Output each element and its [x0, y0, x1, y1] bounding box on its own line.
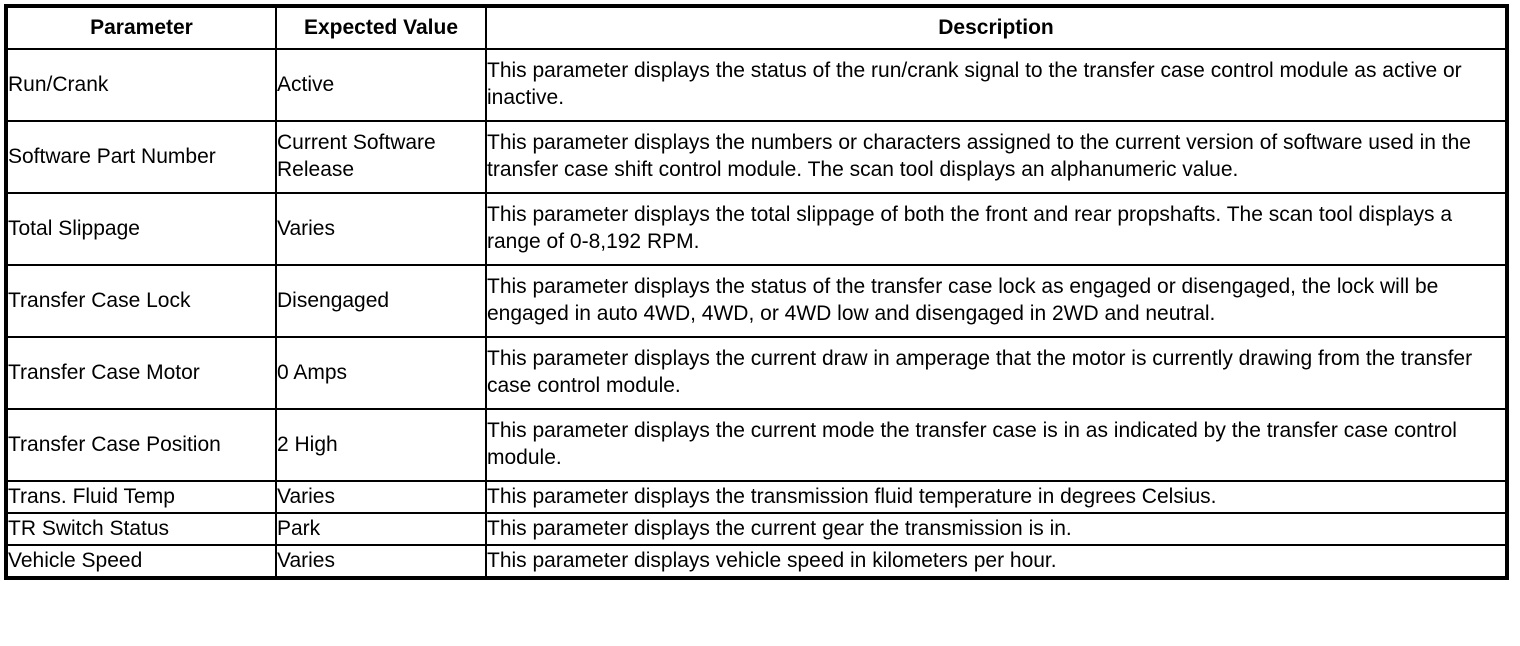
cell-description: This parameter displays the numbers or c… [485, 120, 1508, 194]
cell-description: This parameter displays the status of th… [485, 264, 1508, 338]
cell-description: This parameter displays the current gear… [485, 512, 1508, 546]
cell-expected-value: Disengaged [275, 264, 487, 338]
table-row: Vehicle Speed Varies This parameter disp… [5, 544, 1508, 579]
cell-expected-value: Current Software Release [275, 120, 487, 194]
table-row: Run/Crank Active This parameter displays… [5, 48, 1508, 122]
column-header-description: Description [485, 5, 1508, 50]
cell-parameter: Software Part Number [5, 120, 277, 194]
cell-parameter: Trans. Fluid Temp [5, 480, 277, 514]
table-body: Run/Crank Active This parameter displays… [5, 48, 1508, 579]
cell-description: This parameter displays the transmission… [485, 480, 1508, 514]
cell-parameter: Transfer Case Lock [5, 264, 277, 338]
cell-expected-value: Varies [275, 480, 487, 514]
cell-parameter: Vehicle Speed [5, 544, 277, 579]
parameter-table-container: Parameter Expected Value Description Run… [4, 4, 1509, 580]
cell-parameter: Total Slippage [5, 192, 277, 266]
cell-expected-value: Varies [275, 544, 487, 579]
column-header-expected-value: Expected Value [275, 5, 487, 50]
table-row: Total Slippage Varies This parameter dis… [5, 192, 1508, 266]
table-header: Parameter Expected Value Description [5, 5, 1508, 50]
table-row: Transfer Case Motor 0 Amps This paramete… [5, 336, 1508, 410]
table-header-row: Parameter Expected Value Description [5, 5, 1508, 50]
cell-expected-value: Park [275, 512, 487, 546]
cell-expected-value: 0 Amps [275, 336, 487, 410]
cell-description: This parameter displays vehicle speed in… [485, 544, 1508, 579]
cell-parameter: Transfer Case Position [5, 408, 277, 482]
cell-parameter: Run/Crank [5, 48, 277, 122]
table-row: Software Part Number Current Software Re… [5, 120, 1508, 194]
column-header-parameter: Parameter [5, 5, 277, 50]
table-row: Transfer Case Lock Disengaged This param… [5, 264, 1508, 338]
cell-parameter: Transfer Case Motor [5, 336, 277, 410]
cell-description: This parameter displays the total slippa… [485, 192, 1508, 266]
scan-tool-parameter-table: Parameter Expected Value Description Run… [4, 4, 1509, 580]
cell-parameter: TR Switch Status [5, 512, 277, 546]
cell-expected-value: Active [275, 48, 487, 122]
cell-description: This parameter displays the current draw… [485, 336, 1508, 410]
cell-expected-value: 2 High [275, 408, 487, 482]
cell-description: This parameter displays the current mode… [485, 408, 1508, 482]
table-row: Trans. Fluid Temp Varies This parameter … [5, 480, 1508, 514]
cell-expected-value: Varies [275, 192, 487, 266]
table-row: TR Switch Status Park This parameter dis… [5, 512, 1508, 546]
cell-description: This parameter displays the status of th… [485, 48, 1508, 122]
table-row: Transfer Case Position 2 High This param… [5, 408, 1508, 482]
